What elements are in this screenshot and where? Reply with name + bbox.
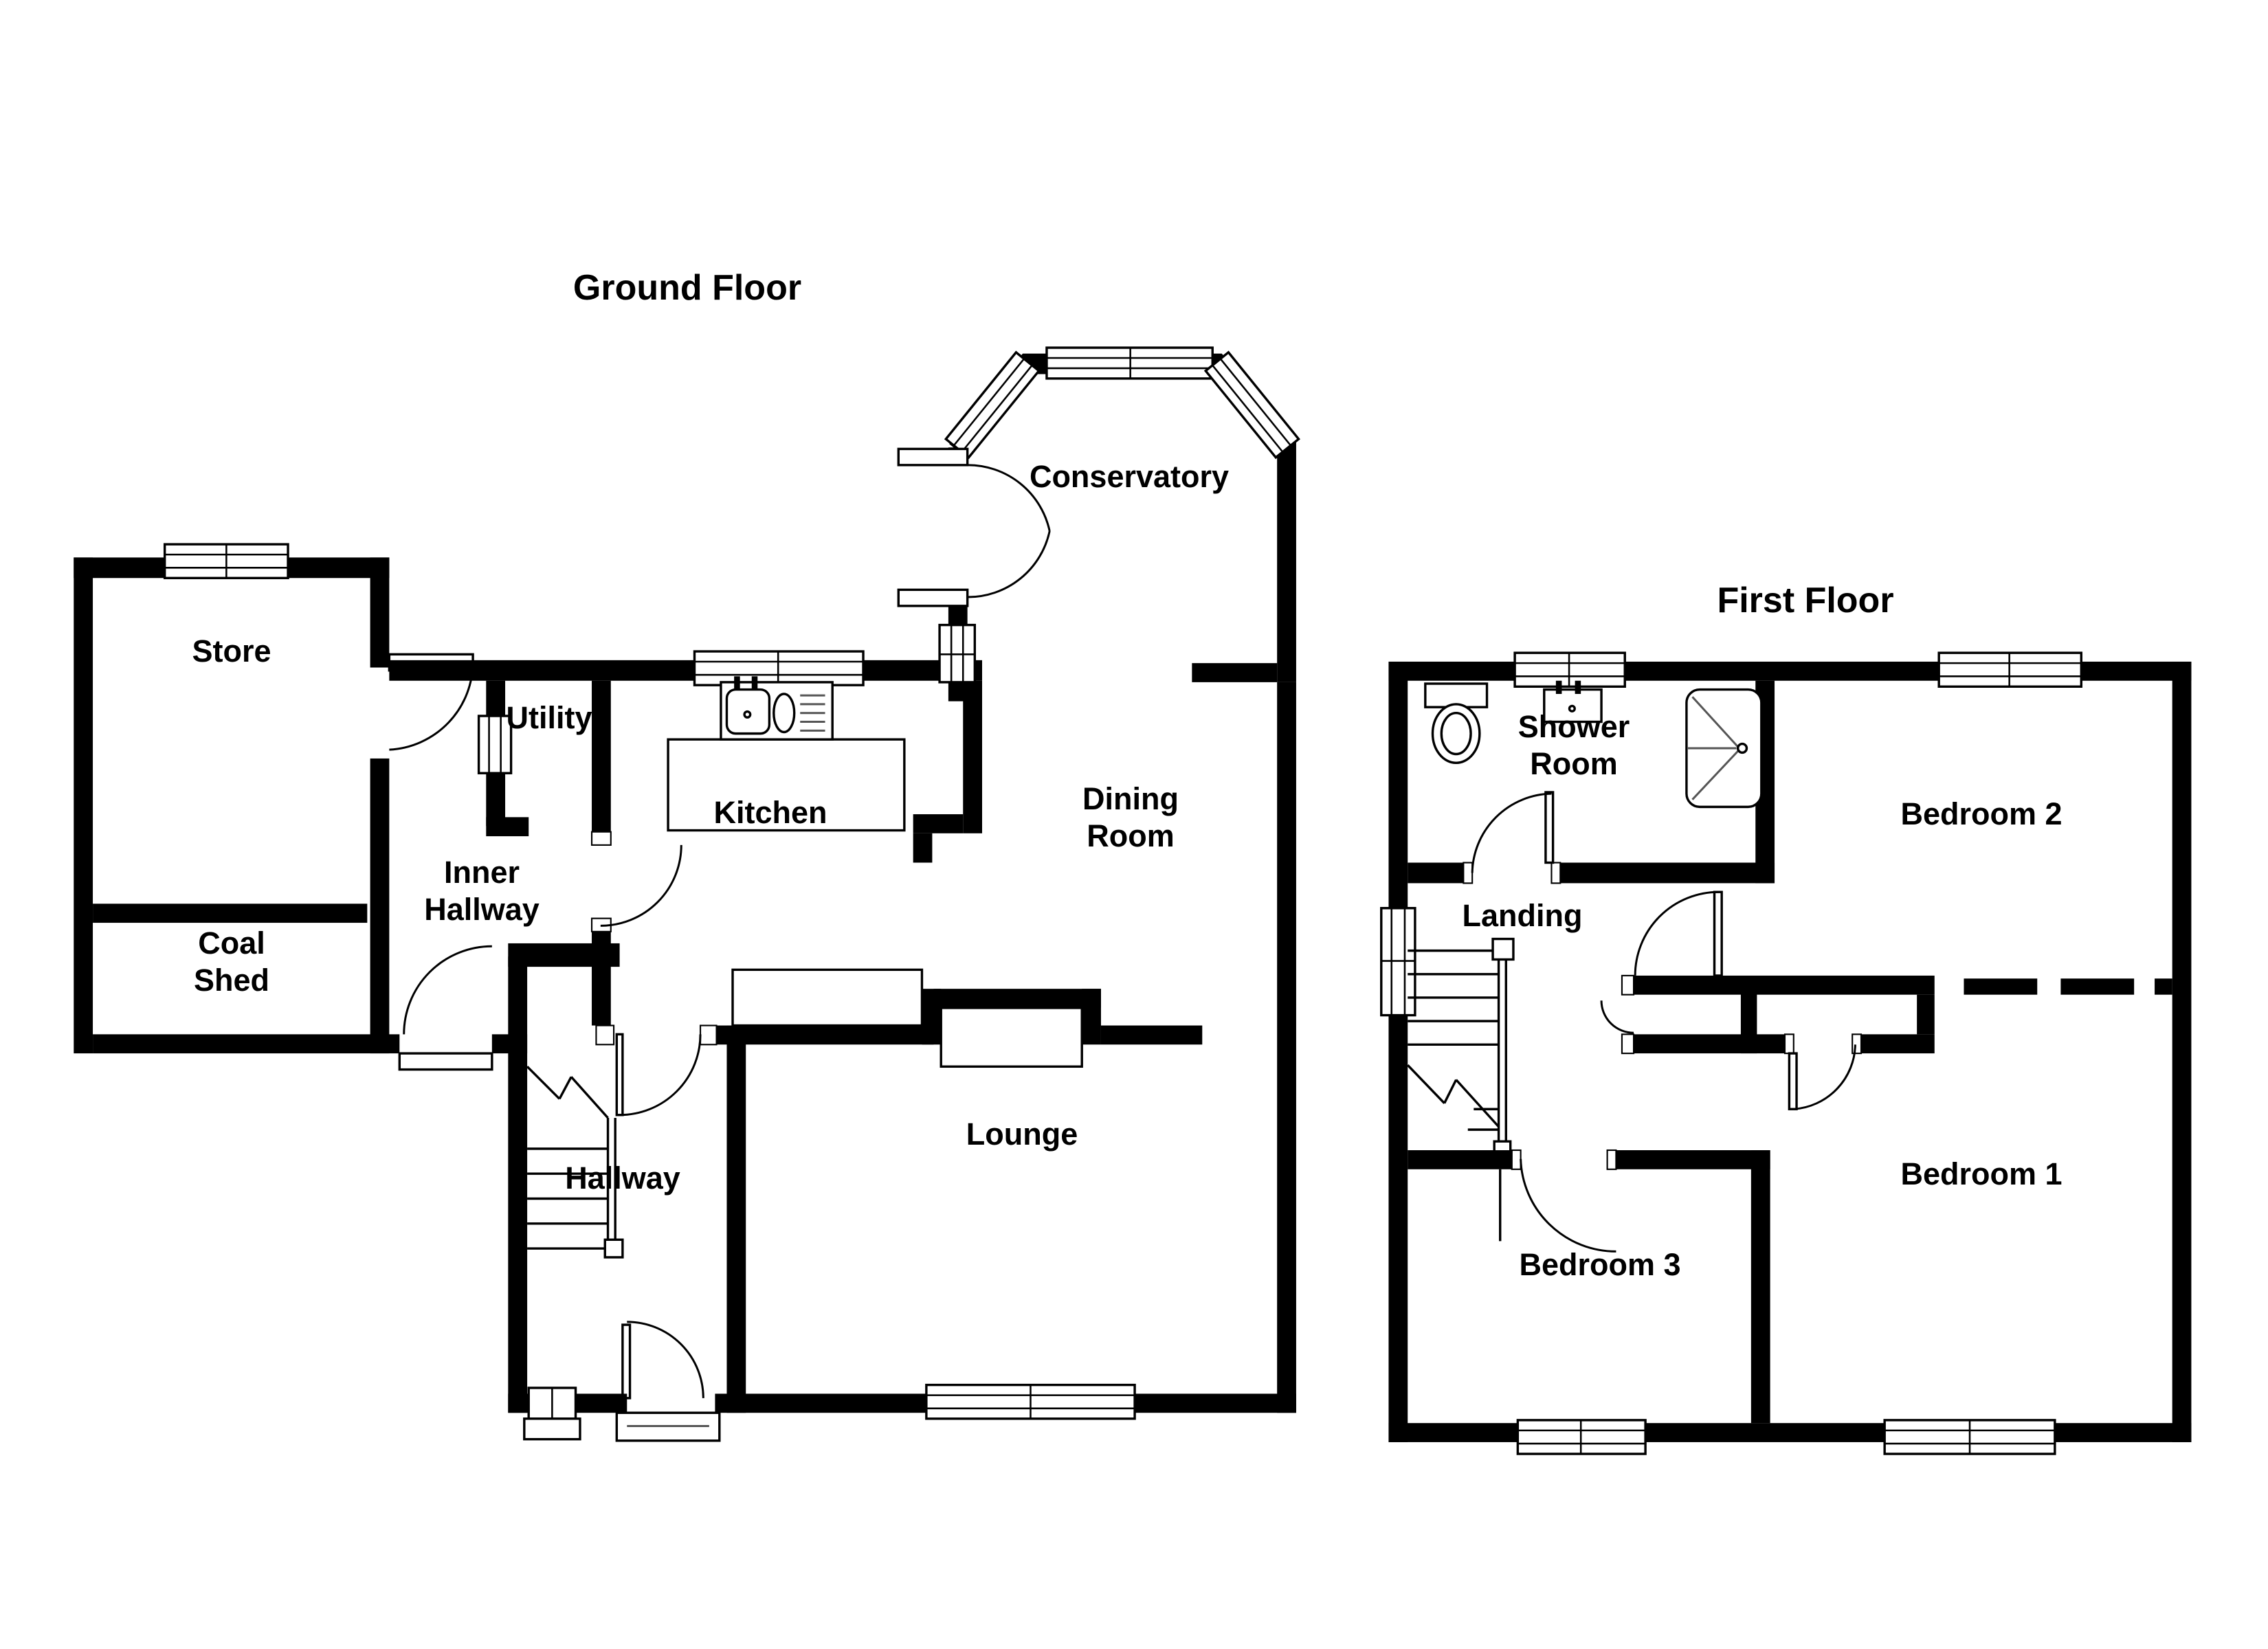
first-floor-title: First Floor <box>1717 581 1894 620</box>
north-wall-west <box>389 660 695 681</box>
ground-staircase <box>526 1066 624 1259</box>
central-divider-walls <box>699 989 1203 1046</box>
kitchen-window <box>693 650 865 686</box>
kitchen-sink-icon <box>720 676 834 741</box>
conservatory-top-window <box>1045 346 1214 380</box>
first-floor-plan <box>1380 651 2192 1455</box>
ground-floor-title: Ground Floor <box>572 268 802 308</box>
lounge-window <box>925 1383 1136 1420</box>
cupboard-door <box>1600 1000 1634 1034</box>
shower-room-door <box>1471 791 1555 873</box>
room-label-bedroom-2: Bedroom 2 <box>1900 796 2063 831</box>
hallway-lounge-walls <box>508 956 1296 1413</box>
fireplace-chimney-breast <box>940 1007 1083 1068</box>
central-walls <box>1621 974 2172 1055</box>
room-label-bedroom-1: Bedroom 1 <box>1900 1156 2063 1191</box>
dining-sideboard <box>731 968 924 1027</box>
store-window <box>163 543 289 579</box>
room-label-coal-shed: Coal Shed <box>193 926 270 998</box>
bedroom-3-walls <box>1408 1149 1770 1424</box>
shower-tray-icon <box>1685 688 1763 809</box>
room-label-bedroom-3: Bedroom 3 <box>1519 1247 1681 1282</box>
bedroom-3-window <box>1516 1419 1647 1455</box>
room-label-inner-hallway: Inner Hallway <box>424 855 540 927</box>
toilet-icon <box>1424 682 1489 765</box>
room-label-dining-room: Dining Room <box>1082 781 1179 853</box>
kitchen-dining-wall <box>913 680 983 863</box>
bedroom-2-window <box>1937 651 2082 688</box>
room-label-utility: Utility <box>506 700 592 735</box>
bedroom-1-door <box>1788 1044 1856 1110</box>
room-label-landing: Landing <box>1462 898 1583 933</box>
first-floor-outer-walls <box>1388 661 2192 1442</box>
landing-window <box>1380 906 1416 1017</box>
conservatory-right-window <box>1203 350 1300 460</box>
utility-walls <box>486 680 529 837</box>
kitchen-west-wall <box>590 680 615 1046</box>
wash-basin-icon <box>1543 680 1603 723</box>
shower-room-walls <box>1408 680 1775 884</box>
room-label-store: Store <box>192 633 271 669</box>
conservatory-french-doors <box>897 447 1051 607</box>
kitchen-counter <box>667 738 906 832</box>
bedroom-3-door <box>1499 1158 1616 1253</box>
bedroom-1-window <box>1883 1419 2056 1455</box>
bedroom-2-door <box>1634 890 1723 977</box>
kitchen-hallway-door <box>615 1033 702 1117</box>
room-label-lounge: Lounge <box>966 1117 1078 1152</box>
front-door <box>615 1321 721 1442</box>
hall-window <box>523 1387 581 1441</box>
room-label-hallway: Hallway <box>565 1160 680 1196</box>
room-label-conservatory: Conservatory <box>1029 459 1230 494</box>
east-wall <box>1277 682 1296 1413</box>
ground-floor-plan <box>74 346 1300 1442</box>
shower-room-window <box>1513 651 1626 688</box>
room-label-shower-room: Shower Room <box>1517 709 1630 781</box>
utility-window <box>477 715 513 774</box>
first-floor-staircase <box>1406 937 1515 1159</box>
conservatory-left-window <box>944 350 1041 460</box>
rear-door <box>398 945 493 1071</box>
room-label-kitchen: Kitchen <box>713 795 827 830</box>
conservatory-side-window <box>938 623 977 684</box>
kitchen-inner-hallway-door <box>600 844 682 927</box>
store-coal-shed-walls <box>74 557 528 1054</box>
